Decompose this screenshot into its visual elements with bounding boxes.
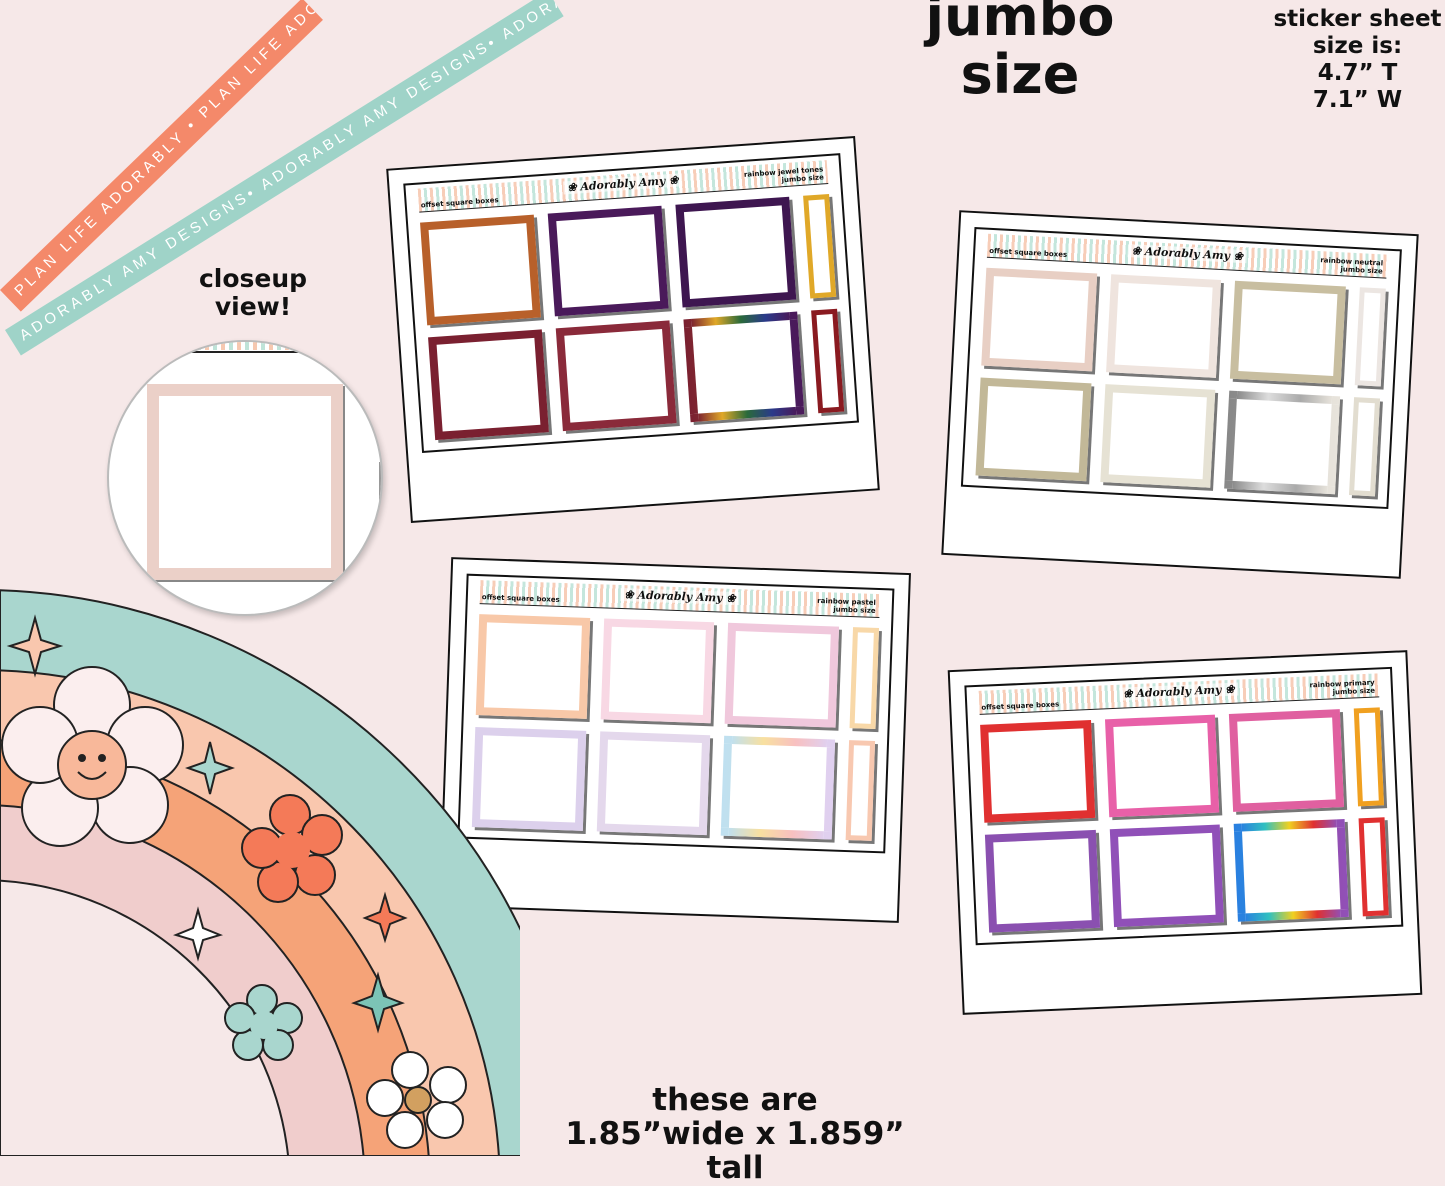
title-line: size [960,43,1080,106]
square-box-sticker [1230,280,1346,385]
strip-sticker [811,308,845,414]
sticker-sheet-polaroid: offset square boxes ❀ Adorably Amy ❀ rai… [386,136,880,523]
header-strip [109,342,381,350]
strip-sticker [803,193,837,299]
square-box-sticker [1233,819,1349,922]
square-box-sticker [1104,714,1220,818]
square-box-sticker [596,730,711,836]
brand-logo: ❀ Adorably Amy ❀ [620,588,740,606]
white-daisy-icon [366,1051,467,1149]
square-box-sticker [1224,390,1341,495]
title-line: jumbo [925,0,1115,48]
size-line: 7.1” W [1312,87,1403,113]
sticker-sheet-polaroid: offset square boxes ❀ Adorably Amy ❀ rai… [947,650,1423,1015]
size-line: size is: [1312,33,1403,59]
square-box-sticker [724,622,840,728]
sticker-sheet: offset square boxes ❀ Adorably Amy ❀ rai… [457,573,895,854]
rainbow-inner [0,879,290,1156]
rainbow-illustration [0,589,520,1156]
sticker-sheet: offset square boxes ❀ Adorably Amy ❀ rai… [964,666,1404,946]
sheet-product-name: offset square boxes [989,246,1068,259]
strip-sticker [1348,397,1381,497]
square-box-sticker [547,205,669,317]
size-line: 4.7” T [1317,60,1398,86]
closeup-box [147,384,343,580]
square-box-sticker [555,320,677,432]
size-line: sticker sheet [1273,6,1442,32]
square-box-sticker [1105,274,1222,378]
variant-size: jumbo size [781,173,825,185]
sticker-sheet-polaroid: offset square boxes ❀ Adorably Amy ❀ rai… [941,210,1419,579]
square-box-sticker [975,377,1092,482]
square-box-sticker [1109,824,1225,928]
sticker-sheet: offset square boxes ❀ Adorably Amy ❀ rai… [960,227,1402,510]
strip-sticker [845,739,876,841]
square-box-sticker [721,735,836,840]
square-box-sticker [683,311,805,423]
teal-flower-icon [224,984,303,1061]
sticker-grid [975,267,1386,497]
closeup-strip-edge [379,462,381,522]
sheet-header: offset square boxes ❀ Adorably Amy ❀ rai… [978,673,1380,715]
square-box-sticker [420,214,541,326]
sheet-header: offset square boxes ❀ Adorably Amy ❀ rai… [479,580,881,619]
jumbo-size-title: jumbo size [900,0,1140,104]
square-box-sticker [428,329,549,441]
variant-size: jumbo size [833,605,876,615]
square-box-sticker [981,267,1097,372]
brand-logo: ❀ Adorably Amy ❀ [562,173,683,195]
daisy-smiley-icon [1,666,184,847]
strip-sticker [1353,707,1384,807]
square-box-sticker [980,720,1095,823]
sheet-size-info: sticker sheet size is: 4.7” T 7.1” W [1270,6,1445,114]
closeup-line: closeup [198,264,308,293]
brand-logo: ❀ Adorably Amy ❀ [1118,682,1239,701]
orange-flower-icon [241,794,343,903]
sticker-grid [420,193,845,441]
sheet-product-name: offset square boxes [420,196,499,210]
brand-logo: ❀ Adorably Amy ❀ [1127,244,1248,264]
strip-sticker [1358,817,1389,917]
strip-sticker [1354,287,1386,387]
dimension-note: these are 1.85”wide x 1.859” tall [540,1083,930,1185]
square-box-sticker [1099,384,1216,488]
square-box-sticker [984,829,1100,933]
strip-sticker [849,627,880,729]
closeup-magnifier [107,340,383,616]
closeup-label: closeup view! [180,265,326,321]
variant-size: jumbo size [1332,686,1376,697]
sparkle-icons [6,614,408,1034]
closeup-line: view! [214,292,292,321]
square-box-sticker [675,196,797,308]
sheet-product-name: offset square boxes [981,700,1060,712]
square-box-sticker [600,618,715,723]
variant-size: jumbo size [1340,265,1383,276]
sticker-sheet: offset square boxes ❀ Adorably Amy ❀ rai… [403,153,860,454]
sticker-grid [471,614,880,841]
sticker-grid [980,707,1389,933]
square-box-sticker [1229,709,1345,812]
note-line: 1.85”wide x 1.859” tall [565,1116,905,1186]
note-line: these are [652,1082,818,1118]
divider [109,351,381,353]
